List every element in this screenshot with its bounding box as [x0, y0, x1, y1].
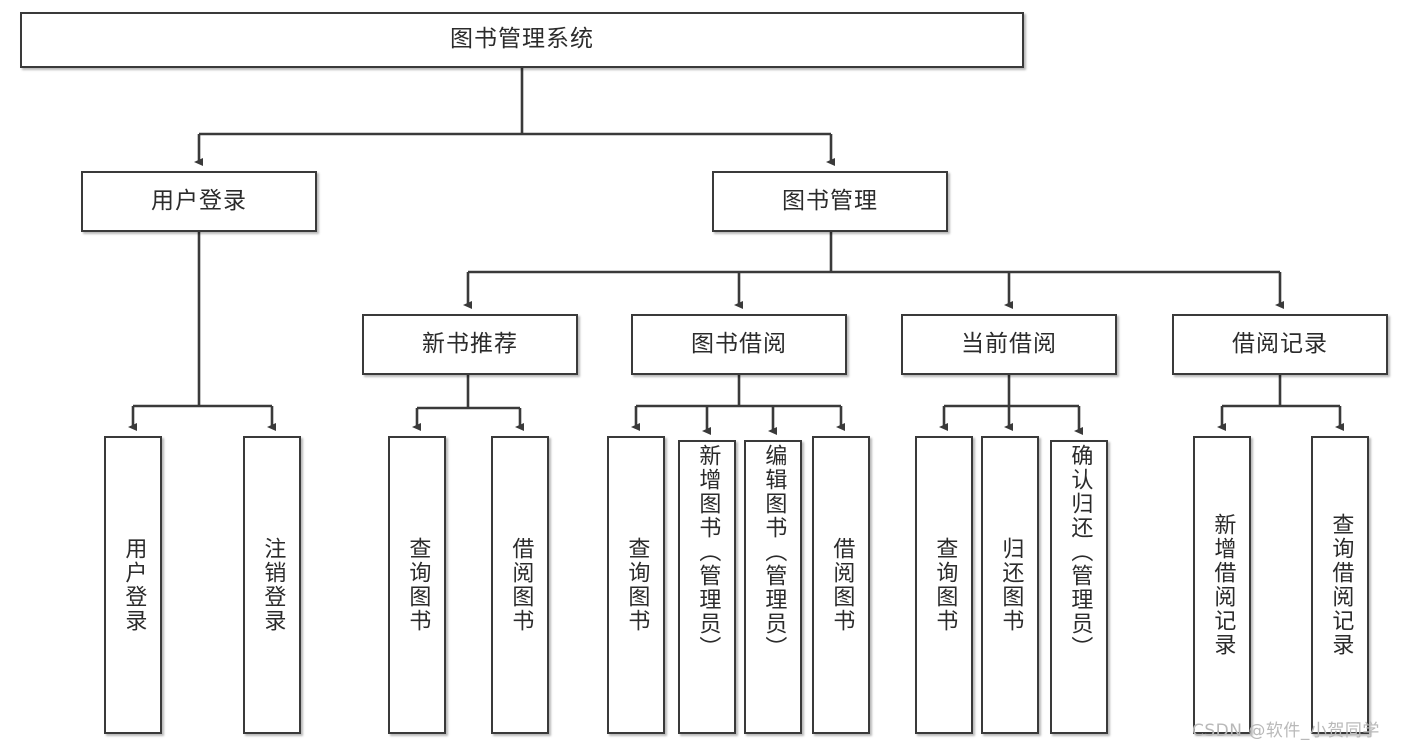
csdn-watermark: CSDN @软件_小贺同学 — [1192, 716, 1380, 741]
leaf-user-login-logout[interactable]: 注销登录 — [243, 436, 301, 734]
leaf-borrow-add-book-admin[interactable]: 新增图书（管理员） — [678, 440, 736, 734]
node-label: 注销登录 — [260, 537, 286, 633]
node-new-book-recommend[interactable]: 新书推荐 — [362, 314, 578, 375]
leaf-borrow-borrow-book[interactable]: 借阅图书 — [812, 436, 870, 734]
leaf-borrow-query-book[interactable]: 查询图书 — [607, 436, 665, 734]
node-book-management[interactable]: 图书管理 — [712, 171, 948, 232]
node-label: 查询图书 — [405, 537, 431, 633]
leaf-record-query-record[interactable]: 查询借阅记录 — [1311, 436, 1369, 734]
node-label: 当前借阅 — [961, 330, 1057, 357]
node-borrow-record[interactable]: 借阅记录 — [1172, 314, 1388, 375]
leaf-record-add-record[interactable]: 新增借阅记录 — [1193, 436, 1251, 734]
node-book-borrow[interactable]: 图书借阅 — [631, 314, 847, 375]
node-label: 图书管理系统 — [450, 26, 594, 53]
node-label: 新增借阅记录 — [1210, 513, 1236, 657]
node-label: 查询图书 — [624, 537, 650, 633]
node-current-borrow[interactable]: 当前借阅 — [901, 314, 1117, 375]
node-label: 编辑图书（管理员） — [761, 444, 787, 660]
leaf-borrow-edit-book-admin[interactable]: 编辑图书（管理员） — [744, 440, 802, 734]
node-label: 归还图书 — [998, 537, 1024, 633]
node-label: 借阅图书 — [508, 537, 534, 633]
node-label: 图书借阅 — [691, 330, 787, 357]
node-label: 查询图书 — [932, 537, 958, 633]
leaf-current-return-book[interactable]: 归还图书 — [981, 436, 1039, 734]
leaf-current-confirm-return-admin[interactable]: 确认归还（管理员） — [1050, 440, 1108, 734]
leaf-user-login-login[interactable]: 用户登录 — [104, 436, 162, 734]
node-label: 新书推荐 — [422, 330, 518, 357]
watermark-text: CSDN @软件_小贺同学 — [1192, 721, 1380, 741]
leaf-recommend-query-book[interactable]: 查询图书 — [388, 436, 446, 734]
node-label: 借阅记录 — [1232, 330, 1328, 357]
node-label: 借阅图书 — [829, 537, 855, 633]
node-label: 确认归还（管理员） — [1067, 444, 1093, 660]
node-label: 新增图书（管理员） — [695, 444, 721, 660]
node-label: 用户登录 — [151, 187, 247, 214]
node-label: 查询借阅记录 — [1328, 513, 1354, 657]
leaf-current-query-book[interactable]: 查询图书 — [915, 436, 973, 734]
node-user-login[interactable]: 用户登录 — [81, 171, 317, 232]
node-root-book-management-system[interactable]: 图书管理系统 — [20, 12, 1024, 68]
node-label: 用户登录 — [121, 537, 147, 633]
node-label: 图书管理 — [782, 187, 878, 214]
leaf-recommend-borrow-book[interactable]: 借阅图书 — [491, 436, 549, 734]
